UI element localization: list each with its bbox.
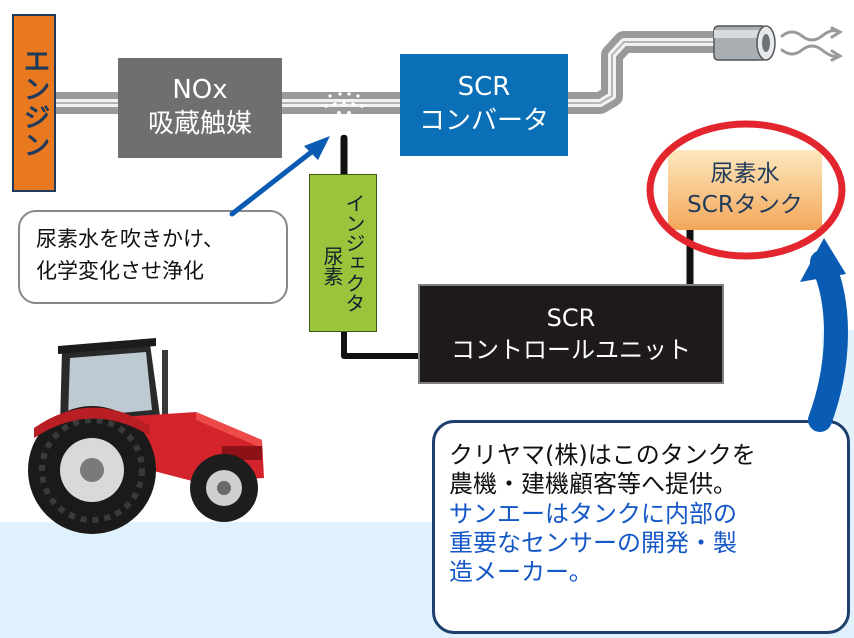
scr-converter-line2: コンバータ <box>418 106 549 136</box>
nox-storage-catalyst: NOx 吸蔵触媒 <box>118 58 282 158</box>
callout-line5: 造メーカー。 <box>449 558 593 587</box>
urea-injector: インジェクタ 尿素 <box>309 174 377 332</box>
scr-control-unit: SCR コントロールユニット <box>418 284 724 384</box>
callout-line1: クリヤマ(株)はこのタンクを <box>449 441 756 469</box>
injector-label: インジェクタ <box>342 193 366 313</box>
company-callout: クリヤマ(株)はこのタンクを 農機・建機顧客等へ提供。 サンエーはタンクに内部の… <box>432 420 850 634</box>
purification-note: 尿素水を吹きかけ、 化学変化させ浄化 <box>18 210 288 304</box>
injector-sublabel: 尿素 <box>320 246 344 286</box>
scr-converter-line1: SCR <box>457 72 511 103</box>
nox-label-line1: NOx <box>172 75 228 106</box>
callout-line4: 重要なセンサーの開発・製 <box>449 528 737 557</box>
control-unit-line2: コントロールユニット <box>451 336 691 364</box>
tank-line1: 尿素水 <box>710 160 780 187</box>
callout-line3: サンエーはタンクに内部の <box>449 499 737 528</box>
scr-converter: SCR コンバータ <box>400 54 568 156</box>
control-unit-line1: SCR <box>546 303 596 332</box>
note-line1: 尿素水を吹きかけ、 <box>36 227 224 251</box>
nox-label-line2: 吸蔵触媒 <box>147 109 252 139</box>
callout-line2: 農機・建機顧客等へ提供。 <box>449 470 737 499</box>
engine-block: エンジン <box>12 14 56 192</box>
engine-label: エンジン <box>18 47 50 159</box>
urea-scr-tank: 尿素水 SCRタンク <box>668 150 822 230</box>
note-line2: 化学変化させ浄化 <box>36 258 204 283</box>
tank-line2: SCRタンク <box>687 192 803 218</box>
